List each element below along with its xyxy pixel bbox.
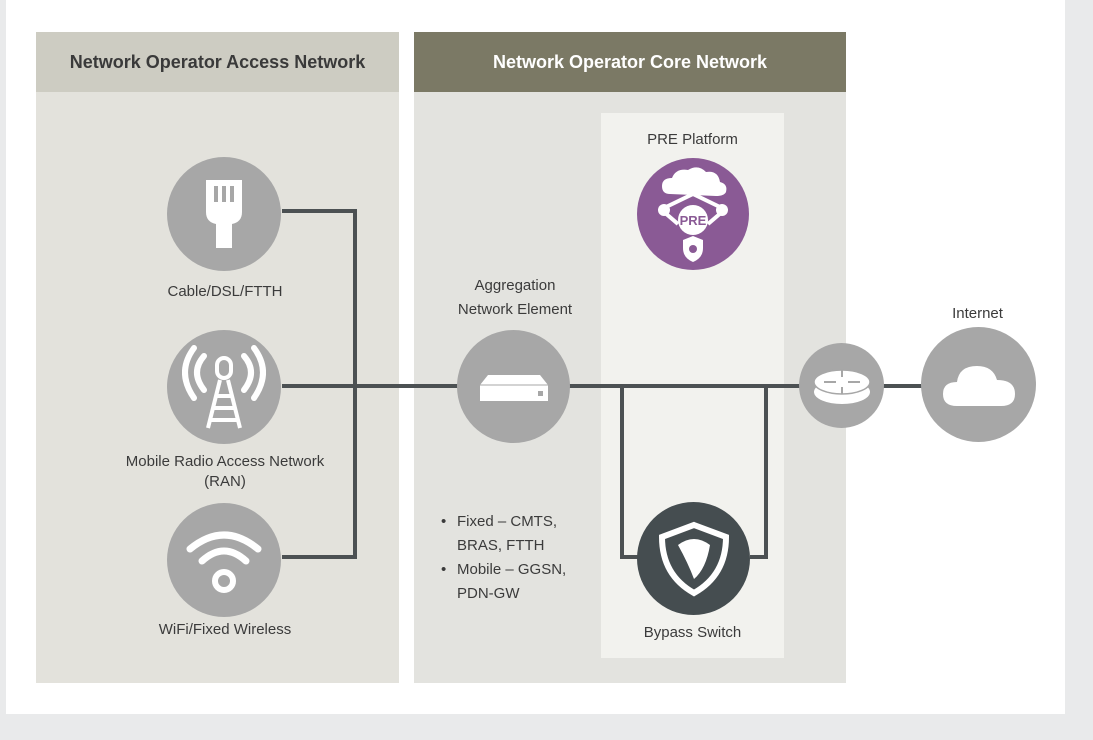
aggregation-notes-list: Fixed – CMTS, BRAS, FTTH Mobile – GGSN, …	[427, 510, 616, 606]
radio-tower-icon	[182, 345, 266, 429]
aggregation-label-line1: Aggregation	[474, 277, 556, 294]
cloud-icon	[942, 365, 1015, 406]
aggregation-network-element-node	[457, 330, 570, 443]
cable-dsl-ftth-label: Cable/DSL/FTTH	[167, 283, 283, 300]
bypass-switch-label: Bypass Switch	[643, 624, 742, 641]
note-item-mobile: Mobile – GGSN, PDN-GW	[441, 558, 616, 606]
wifi-fixed-wireless-label: WiFi/Fixed Wireless	[158, 621, 292, 638]
access-network-title: Network Operator Access Network	[36, 32, 399, 92]
pre-badge-text: PRE	[680, 213, 707, 228]
pre-platform-label: PRE Platform	[647, 131, 738, 148]
wifi-fixed-wireless-node	[167, 503, 281, 617]
cable-dsl-ftth-node	[167, 157, 281, 271]
note-mobile-line1: Mobile – GGSN,	[457, 561, 567, 578]
aggregation-label-line2: Network Element	[457, 301, 573, 318]
ethernet-plug-icon	[206, 180, 242, 248]
pre-cloud-shield-icon: PRE	[658, 167, 728, 262]
note-fixed-line2: BRAS, FTTH	[457, 537, 545, 554]
pre-platform-node: PRE	[637, 158, 749, 270]
mobile-ran-label-line1: Mobile Radio Access Network	[125, 453, 325, 470]
aggregation-label: Aggregation Network Element	[430, 276, 600, 320]
server-box-icon	[479, 374, 548, 401]
mobile-ran-node	[167, 330, 281, 444]
router-icon	[812, 368, 871, 404]
note-item-fixed: Fixed – CMTS, BRAS, FTTH	[441, 510, 616, 558]
wire-bypass-loop-right	[750, 386, 768, 559]
wifi-icon	[186, 531, 262, 593]
mobile-ran-label-line2: (RAN)	[204, 473, 246, 490]
shield-logo-icon	[658, 521, 729, 596]
bypass-switch-node	[637, 502, 750, 615]
internet-node	[921, 327, 1036, 442]
core-network-title: Network Operator Core Network	[414, 32, 846, 92]
wire-bypass-loop	[620, 386, 640, 559]
internet-label: Internet	[952, 305, 1003, 322]
note-mobile-line2: PDN-GW	[457, 585, 520, 602]
note-fixed-line1: Fixed – CMTS,	[457, 513, 558, 530]
mobile-ran-label: Mobile Radio Access Network (RAN)	[95, 452, 355, 492]
router-node	[799, 343, 884, 428]
